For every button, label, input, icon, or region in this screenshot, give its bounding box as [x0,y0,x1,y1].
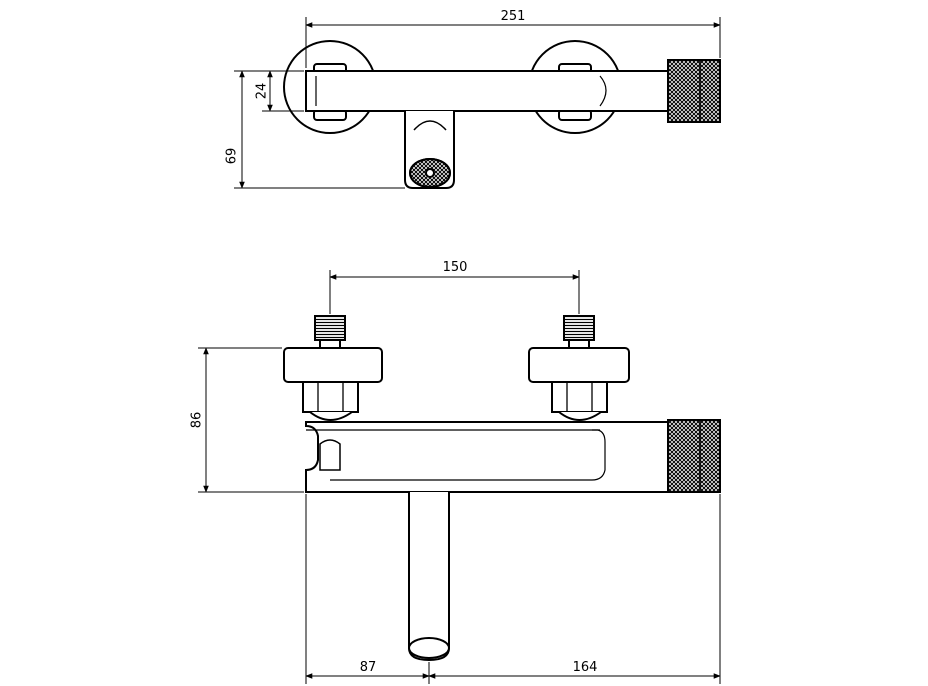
top-view [283,40,721,189]
front-view [283,315,721,662]
left-inlet-thread [314,315,346,341]
dim-87: 87 [360,660,377,675]
right-inlet-cover [528,347,630,383]
shower-holder-slot [319,439,341,471]
dim-69: 69 [225,148,240,165]
dim-251: 251 [501,9,526,24]
dim-150: 150 [443,260,468,275]
front-dimensions [198,270,721,684]
top-body [305,70,669,112]
front-spout [408,492,450,662]
right-inlet-thread [563,315,595,341]
top-thermostat-handle [667,59,721,123]
dim-86: 86 [190,412,205,429]
dim-164: 164 [573,660,598,675]
dim-24: 24 [255,83,270,100]
left-inlet-cover [283,347,383,383]
front-thermostat-handle [667,419,721,493]
front-body [305,421,669,493]
top-dimensions [234,17,721,189]
